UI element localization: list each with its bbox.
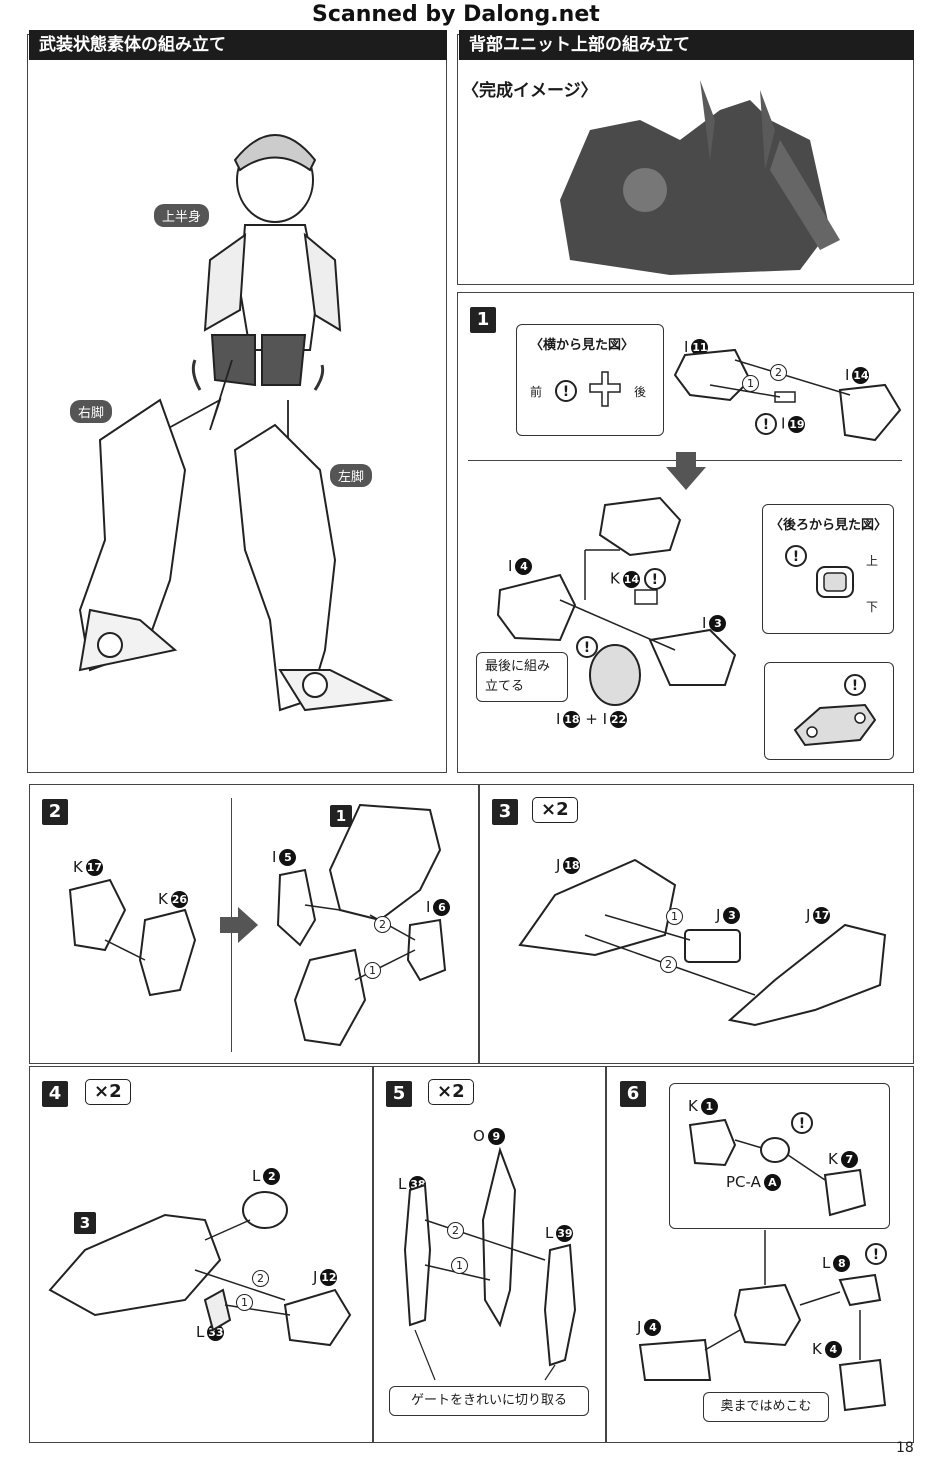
order-1: 1	[742, 375, 759, 392]
caution-icon: !	[555, 380, 577, 402]
cross-part-icon	[589, 371, 621, 407]
tag-right-leg: 右脚	[70, 400, 113, 423]
step4-substep: 3	[74, 1212, 96, 1234]
order-1: 1	[666, 908, 683, 925]
back-view-part	[816, 566, 854, 598]
back-view-title: 〈後ろから見た図〉	[770, 518, 888, 533]
right-top-title: 背部ユニット上部の組み立て	[459, 30, 914, 60]
step6-detail-parts	[688, 1118, 867, 1217]
note-gate-cut: ゲートをきれいに切り取る	[389, 1386, 589, 1416]
step3-number: 3	[492, 799, 518, 825]
step2-substep: 1	[330, 805, 352, 827]
front-label: 前	[530, 385, 543, 399]
step1-number: 1	[470, 307, 496, 333]
order-2: 2	[447, 1222, 464, 1239]
step6-main-parts	[638, 1230, 887, 1412]
step5-number: 5	[386, 1081, 412, 1107]
watermark: Scanned by Dalong.net	[312, 2, 600, 27]
step5-multiplier: ×2	[428, 1079, 474, 1105]
order-2: 2	[660, 956, 677, 973]
caution-icon: !	[785, 545, 807, 567]
page-number: 18	[896, 1440, 914, 1456]
complete-image-photo	[560, 80, 840, 275]
tag-left-leg: 左脚	[330, 464, 373, 487]
detail-part	[793, 703, 877, 747]
down-label: 下	[866, 600, 879, 614]
up-label: 上	[866, 554, 879, 568]
note-push-in: 奥まではめこむ	[703, 1392, 829, 1422]
step5-parts	[403, 1146, 577, 1381]
step6-number: 6	[620, 1081, 646, 1107]
down-arrow	[666, 452, 706, 490]
side-view-title: 〈横から見た図〉	[530, 338, 635, 353]
order-2: 2	[770, 364, 787, 381]
step3-multiplier: ×2	[532, 797, 578, 823]
note-assemble-last: 最後に組み 立てる	[476, 652, 568, 702]
step4-parts	[48, 1191, 352, 1347]
step3-parts	[518, 858, 887, 1027]
right-arrow	[220, 907, 258, 943]
back-label: 後	[634, 385, 647, 399]
step2-number: 2	[42, 799, 68, 825]
caution-icon: !	[791, 1112, 813, 1134]
step1-bottom-parts	[496, 496, 737, 706]
left-panel-title: 武装状態素体の組み立て	[29, 30, 447, 60]
order-2: 2	[374, 916, 391, 933]
order-1: 1	[236, 1294, 253, 1311]
caution-icon: !	[576, 636, 598, 658]
caution-icon: !	[865, 1243, 887, 1265]
step2-right-parts	[276, 803, 447, 1047]
tag-upper-body: 上半身	[154, 204, 210, 227]
complete-image-caption: 〈完成イメージ〉	[462, 81, 598, 101]
side-view-box	[516, 324, 664, 436]
step4-multiplier: ×2	[85, 1079, 131, 1105]
figure-illustration	[78, 134, 394, 712]
order-1: 1	[451, 1257, 468, 1274]
step2-left-parts	[68, 878, 197, 997]
step4-number: 4	[42, 1081, 68, 1107]
caution-icon: !	[844, 674, 866, 696]
step1-top-parts	[673, 348, 902, 442]
order-1: 1	[364, 962, 381, 979]
order-2: 2	[252, 1270, 269, 1287]
